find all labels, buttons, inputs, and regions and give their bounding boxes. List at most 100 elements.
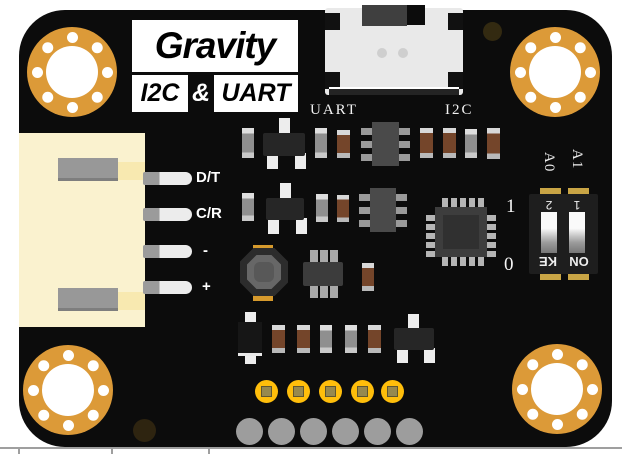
inductor-terminal [253,294,273,301]
pin-label-gnd: - [203,242,208,259]
resistor [320,325,332,353]
switch-pad [448,72,463,89]
capacitor [297,325,310,353]
castellated-pad [396,418,423,445]
transistor-pin [424,348,435,363]
gold-through-hole [351,380,374,403]
mount-via-dot [516,383,528,395]
ic-pin [487,224,496,230]
gravity-connector [19,133,145,327]
gold-through-hole [319,380,342,403]
main-ic-qfn [426,198,496,266]
mount-via-dot [31,66,43,78]
ic-pin [487,242,496,248]
mount-via-dot [586,383,598,395]
resistor [345,325,357,353]
soic8-chip [359,188,407,232]
ic-pin [359,194,370,201]
connector-pin-cr [143,208,192,221]
capacitor [368,325,381,353]
mount-via-dot [101,66,113,78]
pcb-board: Gravity I2C & UART UART I2C [19,5,612,447]
gold-through-hole [255,380,278,403]
capacitor [420,128,433,158]
connector-pin-dt [143,172,192,185]
mount-via-dot [27,384,39,396]
castellated-pad [236,418,263,445]
capacitor [272,325,285,353]
ic-pin [451,257,457,266]
dip-column-a0-label: A0 [541,152,557,173]
uart-i2c-mode-switch [325,5,463,95]
mount-via-dot [551,348,563,360]
connector-pin-gnd [143,245,192,258]
gravity-logo-box: Gravity [132,20,298,72]
transistor-pin [397,348,408,363]
dip-on-label: ON [569,254,589,269]
ic-pin [361,154,372,161]
capacitor [362,263,374,291]
ic-pin [426,224,435,230]
switch-actuator-slot [407,5,425,25]
main-ic-die [443,215,479,249]
transistor-sot23 [394,328,434,350]
soic8-chip [361,122,410,166]
hole-core [357,386,368,397]
mount-via-dot [549,101,561,113]
connector-latch-step [118,162,145,180]
transistor-pin [279,118,290,135]
mounting-hole-center [46,46,98,98]
badge-ampersand-text: & [191,79,211,107]
ic-pin [396,220,407,227]
badge-i2c: I2C [132,75,188,112]
dip-solder-pad [540,272,561,280]
ic-pin [310,285,318,298]
dip-position-1-label: 1 [506,196,516,217]
mounting-hole-center [531,363,583,415]
ic-pin [487,233,496,239]
mount-via-dot [66,31,78,43]
resistor [316,194,328,222]
ic-pin [310,250,318,263]
capacitor [487,128,500,159]
dip-channel-1-label: 1 [573,198,581,212]
ic-pin [396,194,407,201]
test-point [483,22,502,41]
diode-terminal [245,312,256,324]
ic-pin [399,141,410,148]
mount-via-dot [551,418,563,430]
pin-label-dt: D/T [196,169,221,186]
transistor-pin [296,218,307,234]
dip-solder-pad [568,188,589,196]
capacitor [337,130,350,158]
inductor [240,248,288,296]
castellated-pad [300,418,327,445]
ic-pin [359,207,370,214]
dip-slider-a1 [569,212,585,253]
connector-latch-step [118,292,145,310]
diode [238,322,262,356]
hole-core [387,386,398,397]
mounting-hole-bottom-left [23,345,113,435]
transistor-pin [280,183,291,199]
ic-pin [487,251,496,257]
mounting-hole-top-right [510,27,600,117]
switch-pad [448,13,463,30]
switch-pad [325,72,340,89]
switch-base [329,87,459,95]
ic-pin [361,141,372,148]
regulator-sot23-6 [303,262,343,286]
pin-label-cr: C/R [196,205,222,222]
mount-via-dot [549,31,561,43]
pin-label-vcc: + [202,278,211,295]
ic-pin [426,215,435,221]
diode-terminal [245,352,256,364]
ic-pin [426,242,435,248]
mount-via-dot [584,66,596,78]
ic-pin [320,250,328,263]
dip-slider-a0 [541,212,557,253]
ic-pin [478,198,484,207]
resistor [242,128,254,158]
capacitor [337,195,349,222]
resistor [465,129,477,158]
